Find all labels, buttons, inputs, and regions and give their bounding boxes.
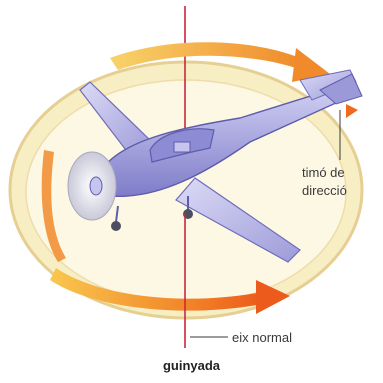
diagram-caption: guinyada [0,358,383,373]
label-rudder-line-2: direcció [302,183,347,198]
canopy-window [174,142,190,152]
propeller-spinner [90,177,102,195]
label-rudder-line-1: timó de [302,165,345,180]
rudder-arrow [346,104,358,118]
wheel-front [111,221,121,231]
label-normal-axis: eix normal [232,330,292,345]
